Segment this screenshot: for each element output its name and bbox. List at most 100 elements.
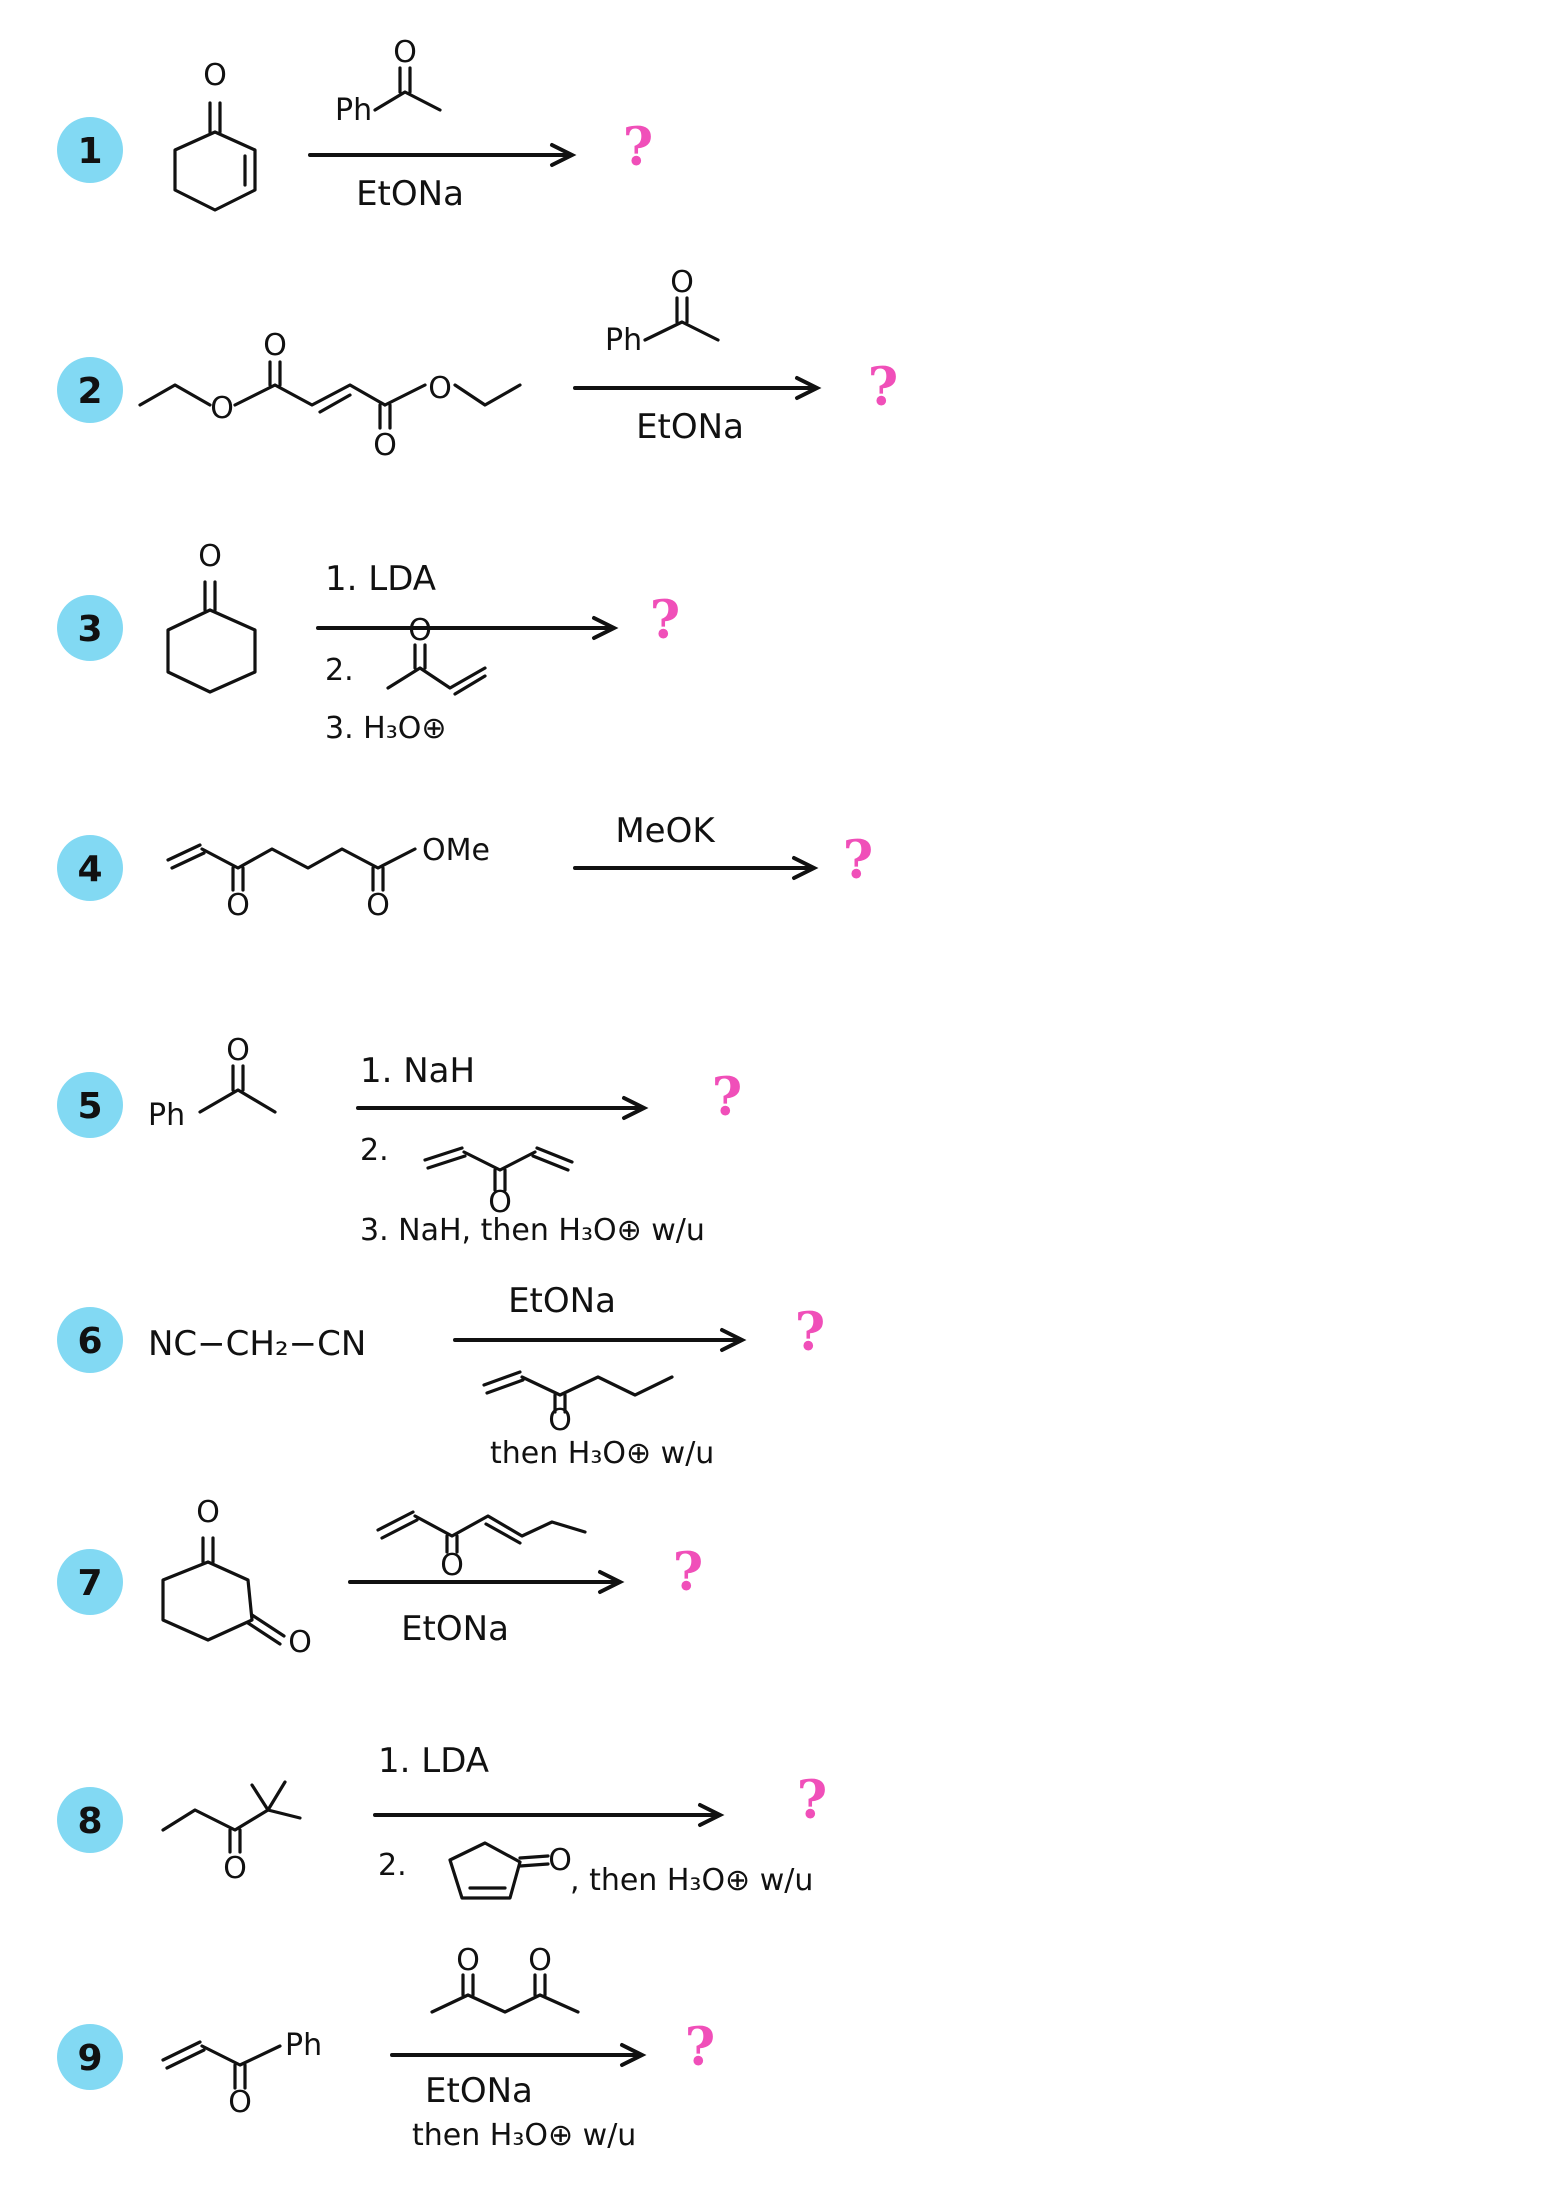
step-3-label: 3. H₃O⊕	[325, 711, 447, 746]
problem-9: 9 O Ph O O EtONa then H₃O⊕ w/u ?	[57, 1943, 715, 2153]
number-badge	[57, 1549, 123, 1615]
cyclohexenone-molecule: O	[173, 58, 257, 212]
problem-number: 1	[77, 131, 102, 172]
carbonyl-oxygen: O	[670, 265, 694, 300]
problem-number: 6	[77, 1321, 102, 1362]
keto-ester-molecule: O O OMe	[166, 833, 490, 923]
product-question-mark: ?	[623, 117, 653, 178]
reagent-label: EtONa	[356, 174, 464, 214]
problem-number: 3	[77, 609, 102, 650]
phenyl-label: Ph	[335, 93, 372, 128]
problem-3: 3 O 1. LDA 2. O 3. H₃O⊕ ?	[57, 539, 680, 746]
carbonyl-oxygen: O	[393, 35, 417, 70]
reaction-arrow	[316, 616, 619, 640]
problem-2: 2 O O O O Ph O EtONa ?	[57, 265, 898, 463]
carbonyl-oxygen: O	[223, 1851, 247, 1886]
carbonyl-oxygen: O	[288, 1625, 312, 1660]
number-badge	[57, 1072, 123, 1138]
reaction-arrow	[348, 1570, 625, 1594]
carbonyl-oxygen: O	[263, 328, 287, 363]
methoxy-label: OMe	[422, 833, 490, 868]
reagent-label-2: then H₃O⊕ w/u	[412, 2118, 636, 2153]
problem-4: 4 O O OMe MeOK ?	[57, 811, 873, 923]
step-1-label: 1. LDA	[325, 559, 436, 599]
problem-number: 5	[77, 1086, 102, 1127]
vinyl-ketone-molecule: O	[482, 1370, 674, 1438]
reagent-label: EtONa	[425, 2071, 533, 2111]
number-badge	[57, 1787, 123, 1853]
carbonyl-oxygen: O	[528, 1943, 552, 1978]
problem-1: 1 O Ph O EtONa ?	[57, 35, 653, 214]
phenyl-vinyl-ketone-molecule: O Ph	[161, 2028, 322, 2120]
number-badge	[57, 117, 123, 183]
step-2-label: 2.	[360, 1133, 389, 1168]
reaction-arrow	[390, 2043, 647, 2067]
step-2-label: 2.	[378, 1848, 407, 1883]
number-badge	[57, 835, 123, 901]
dienone-molecule: O	[376, 1510, 587, 1583]
reaction-arrow	[573, 376, 822, 400]
product-question-mark: ?	[797, 1770, 827, 1831]
carbonyl-oxygen: O	[548, 1843, 572, 1878]
acetophenone-reagent: Ph O	[605, 265, 720, 358]
reaction-arrow	[373, 1803, 725, 1827]
reagent-label: EtONa	[401, 1609, 509, 1649]
reagent-label: EtONa	[508, 1281, 616, 1321]
product-question-mark: ?	[712, 1067, 742, 1128]
problem-number: 9	[77, 2038, 102, 2079]
problem-6: 6 NC−CH₂−CN EtONa O then H₃O⊕ w/u ?	[57, 1281, 825, 1471]
product-question-mark: ?	[685, 2017, 715, 2078]
step-2-label: 2.	[325, 653, 354, 688]
problem-5: 5 Ph O 1. NaH 2. O 3. NaH, then H₃O⊕ w/u…	[57, 1033, 742, 1248]
acetophenone-molecule: Ph O	[148, 1033, 277, 1133]
product-question-mark: ?	[650, 590, 680, 651]
malononitrile-formula: NC−CH₂−CN	[148, 1324, 366, 1364]
number-badge	[57, 357, 123, 423]
diethyl-fumarate-molecule: O O O O	[138, 328, 522, 463]
cyclohexanedione-molecule: O O	[161, 1495, 312, 1660]
carbonyl-oxygen: O	[196, 1495, 220, 1530]
carbonyl-oxygen: O	[456, 1943, 480, 1978]
carbonyl-oxygen: O	[548, 1403, 572, 1438]
problem-number: 8	[77, 1801, 102, 1842]
reagent-label-2: then H₃O⊕ w/u	[490, 1436, 714, 1471]
carbonyl-oxygen: O	[228, 2085, 252, 2120]
product-question-mark: ?	[868, 357, 898, 418]
carbonyl-oxygen: O	[440, 1548, 464, 1583]
carbonyl-oxygen: O	[226, 888, 250, 923]
problem-number: 4	[77, 849, 102, 890]
carbonyl-oxygen: O	[226, 1033, 250, 1068]
divinyl-ketone-molecule: O	[423, 1146, 574, 1220]
carbonyl-oxygen: O	[198, 539, 222, 574]
carbonyl-oxygen: O	[366, 888, 390, 923]
acetylacetone-molecule: O O	[430, 1943, 580, 2014]
reagent-label: MeOK	[615, 811, 716, 851]
reaction-arrow	[453, 1328, 747, 1352]
phenyl-label: Ph	[148, 1098, 185, 1133]
step-1-label: 1. NaH	[360, 1051, 475, 1091]
phenyl-label: Ph	[605, 323, 642, 358]
problem-number: 2	[77, 371, 102, 412]
tert-butyl-ketone-molecule: O	[161, 1780, 302, 1886]
product-question-mark: ?	[673, 1542, 703, 1603]
problem-7: 7 O O O EtONa ?	[57, 1495, 703, 1660]
step-2-tail: , then H₃O⊕ w/u	[570, 1863, 813, 1898]
acetophenone-reagent: Ph O	[335, 35, 442, 128]
carbonyl-oxygen: O	[373, 428, 397, 463]
step-3-label: 3. NaH, then H₃O⊕ w/u	[360, 1213, 705, 1248]
cyclopentenone-molecule: O	[448, 1841, 572, 1900]
ester-oxygen: O	[210, 391, 234, 426]
carbonyl-oxygen: O	[488, 1185, 512, 1220]
product-question-mark: ?	[795, 1302, 825, 1363]
number-badge	[57, 2024, 123, 2090]
carbonyl-oxygen: O	[203, 58, 227, 93]
step-1-label: 1. LDA	[378, 1741, 489, 1781]
carbonyl-oxygen: O	[408, 613, 432, 648]
reaction-arrow	[573, 856, 819, 880]
number-badge	[57, 595, 123, 661]
reagent-label: EtONa	[636, 407, 744, 447]
cyclohexanone-molecule: O	[166, 539, 257, 694]
reaction-arrow	[308, 143, 577, 167]
methyl-vinyl-ketone-molecule: O	[386, 613, 487, 696]
